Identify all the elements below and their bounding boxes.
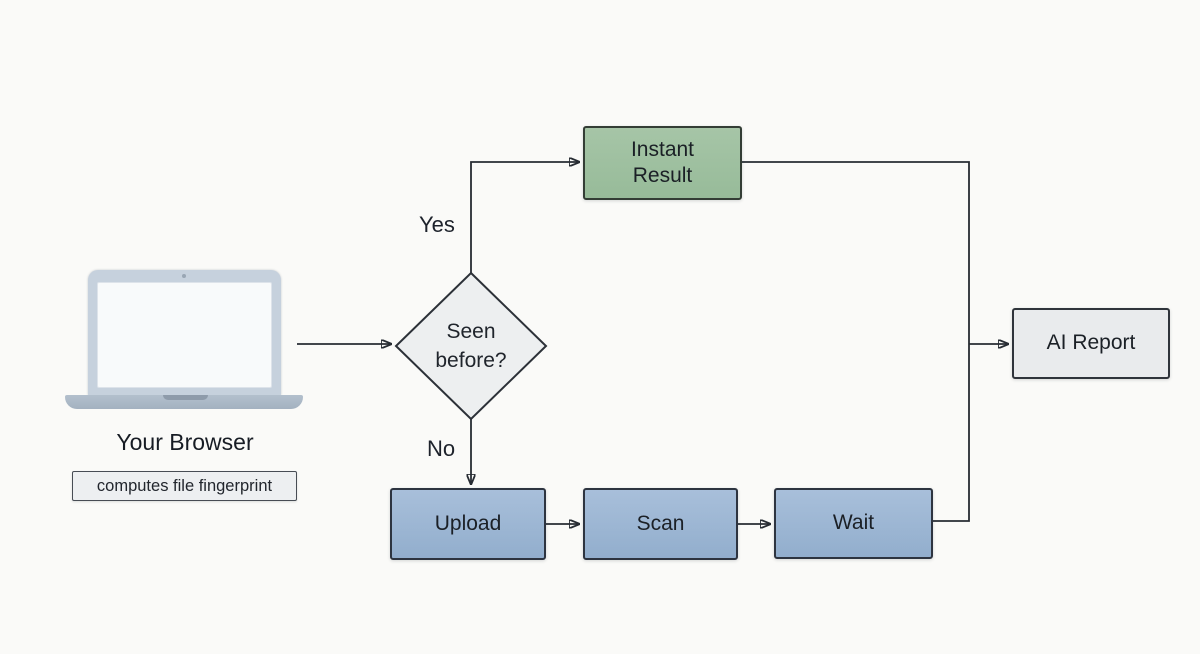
decision-diamond-shape xyxy=(394,271,548,421)
browser-label: Your Browser xyxy=(116,429,254,455)
connector-yes-to-instant-result xyxy=(470,162,579,273)
node-wait: Wait xyxy=(774,488,933,559)
node-ai-report-label: AI Report xyxy=(1046,331,1136,355)
laptop-base xyxy=(65,395,303,409)
node-upload: Upload xyxy=(390,488,546,560)
node-instant-result: Instant Result xyxy=(583,126,742,200)
fingerprint-badge: computes file fingerprint xyxy=(72,471,297,501)
node-scan-label: Scan xyxy=(636,511,685,535)
connector-instant-result-to-report-rail xyxy=(742,161,970,522)
yes-branch-label: Yes xyxy=(419,212,455,237)
decision-label: Seen before? xyxy=(435,319,507,372)
node-ai-report: AI Report xyxy=(1012,308,1170,379)
node-instant-result-label: Instant Result xyxy=(630,137,695,187)
no-branch-label: No xyxy=(427,436,456,461)
node-wait-label: Wait xyxy=(832,511,875,535)
laptop-notch xyxy=(163,395,208,400)
fingerprint-badge-label: computes file fingerprint xyxy=(96,476,273,495)
decision-seen-before: Seen before? xyxy=(394,271,548,421)
laptop-screen-display xyxy=(97,282,272,388)
node-upload-label: Upload xyxy=(434,511,502,535)
laptop-camera-dot xyxy=(182,274,186,278)
node-scan: Scan xyxy=(583,488,738,560)
